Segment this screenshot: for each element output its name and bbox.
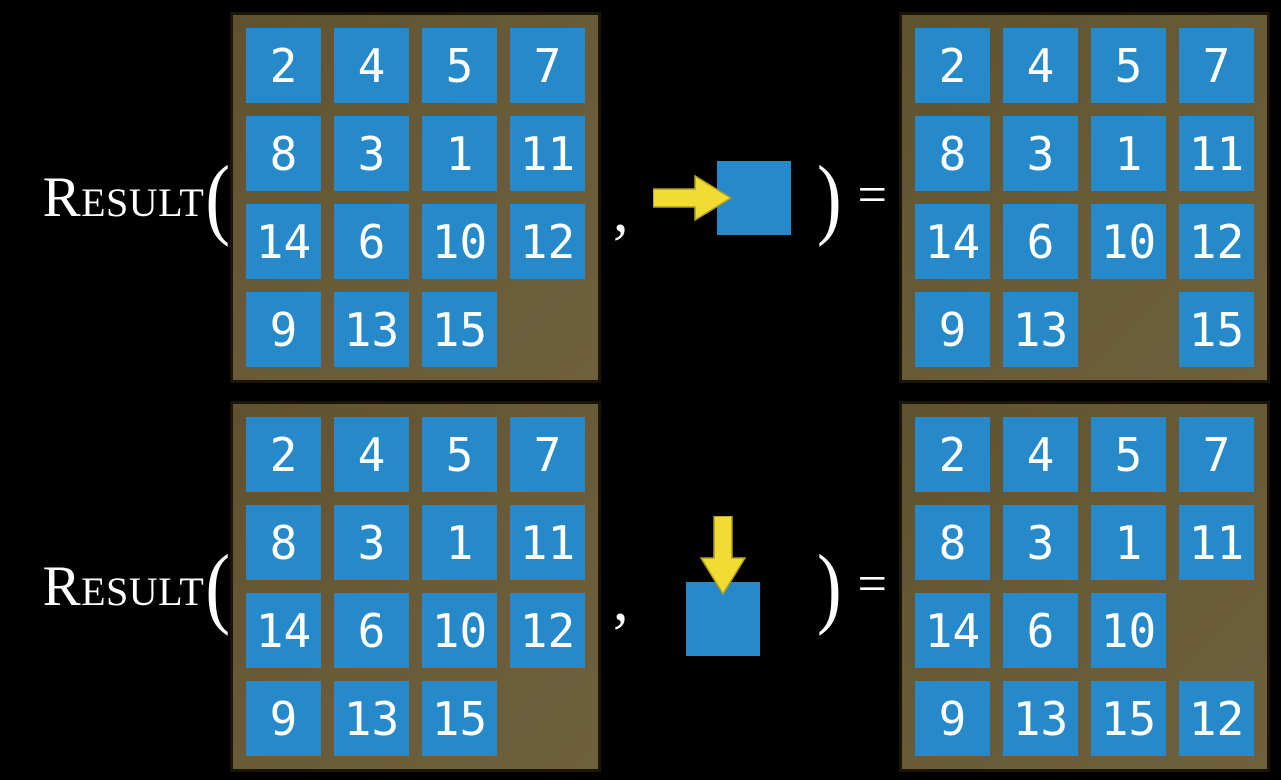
comma: ,: [613, 177, 629, 245]
puzzle-tile-14: 14: [246, 593, 321, 668]
puzzle-tile-6: 6: [334, 593, 409, 668]
puzzle-tile-15: 15: [1179, 292, 1254, 367]
puzzle-tile-12: 12: [510, 593, 585, 668]
puzzle-tile-11: 11: [510, 116, 585, 191]
puzzle-tile-11: 11: [1179, 505, 1254, 580]
puzzle-tile-4: 4: [1003, 417, 1078, 492]
puzzle-tile-10: 10: [1091, 593, 1166, 668]
puzzle-tile-5: 5: [422, 28, 497, 103]
puzzle-tile-13: 13: [1003, 681, 1078, 756]
action-section-1: , ) =: [601, 12, 899, 383]
puzzle-tile-14: 14: [915, 204, 990, 279]
puzzle-tile-5: 5: [422, 417, 497, 492]
function-label: Result(: [42, 147, 230, 248]
puzzle-tile-5: 5: [1091, 28, 1166, 103]
puzzle-tile-10: 10: [422, 593, 497, 668]
puzzle-tile-1: 1: [422, 116, 497, 191]
puzzle-tile-11: 11: [1179, 116, 1254, 191]
puzzle-tile-1: 1: [1091, 505, 1166, 580]
puzzle-tile-6: 6: [1003, 204, 1078, 279]
puzzle-tile-13: 13: [334, 681, 409, 756]
puzzle-tile-14: 14: [915, 593, 990, 668]
puzzle-tile-3: 3: [334, 505, 409, 580]
empty-cell: [510, 681, 585, 756]
empty-cell: [1179, 593, 1254, 668]
puzzle-tile-14: 14: [246, 204, 321, 279]
puzzle-tile-8: 8: [246, 116, 321, 191]
puzzle-tile-9: 9: [246, 681, 321, 756]
move-right-arrow-icon: [652, 160, 791, 235]
puzzle-tile-9: 9: [915, 681, 990, 756]
puzzle-tile-11: 11: [510, 505, 585, 580]
puzzle-tile-6: 6: [334, 204, 409, 279]
puzzle-tile-3: 3: [334, 116, 409, 191]
move-down-arrow-icon: [685, 515, 760, 656]
puzzle-tile-2: 2: [246, 417, 321, 492]
function-label: Result(: [42, 536, 230, 637]
function-name: Result: [42, 166, 205, 229]
puzzle-tile-5: 5: [1091, 417, 1166, 492]
puzzle-tile-12: 12: [1179, 681, 1254, 756]
puzzle-tile-13: 13: [334, 292, 409, 367]
puzzle-tile-7: 7: [510, 417, 585, 492]
puzzle-tile-10: 10: [422, 204, 497, 279]
puzzle-tile-10: 10: [1091, 204, 1166, 279]
puzzle-tile-4: 4: [1003, 28, 1078, 103]
puzzle-tile-3: 3: [1003, 116, 1078, 191]
comma: ,: [613, 566, 629, 634]
puzzle-tile-9: 9: [246, 292, 321, 367]
action-section-2: , ) =: [601, 401, 899, 772]
arrow-shape: [699, 515, 747, 595]
empty-cell: [510, 292, 585, 367]
puzzle-tile-7: 7: [1179, 417, 1254, 492]
puzzle-tile-6: 6: [1003, 593, 1078, 668]
equals-sign: =: [857, 167, 887, 224]
puzzle-tile-1: 1: [422, 505, 497, 580]
puzzle-tile-12: 12: [510, 204, 585, 279]
puzzle-tile-13: 13: [1003, 292, 1078, 367]
puzzle-tile-12: 12: [1179, 204, 1254, 279]
puzzle-tile-7: 7: [510, 28, 585, 103]
puzzle-tile-3: 3: [1003, 505, 1078, 580]
puzzle-tile-9: 9: [915, 292, 990, 367]
close-paren-equals: ) =: [817, 536, 887, 637]
puzzle-tile-8: 8: [915, 505, 990, 580]
puzzle-tile-15: 15: [422, 292, 497, 367]
close-paren-equals: ) =: [817, 147, 887, 248]
puzzle-tile-7: 7: [1179, 28, 1254, 103]
puzzle-tile-4: 4: [334, 417, 409, 492]
puzzle-tile-2: 2: [246, 28, 321, 103]
puzzle-tile-15: 15: [422, 681, 497, 756]
puzzle-tile-8: 8: [915, 116, 990, 191]
puzzle-tile-1: 1: [1091, 116, 1166, 191]
puzzle-tile-2: 2: [915, 28, 990, 103]
puzzle-tile-2: 2: [915, 417, 990, 492]
puzzle-tile-4: 4: [334, 28, 409, 103]
equals-sign: =: [857, 556, 887, 613]
empty-cell: [1091, 292, 1166, 367]
arrow-shape: [652, 174, 733, 221]
function-name: Result: [42, 555, 205, 618]
puzzle-tile-15: 15: [1091, 681, 1166, 756]
puzzle-tile-8: 8: [246, 505, 321, 580]
